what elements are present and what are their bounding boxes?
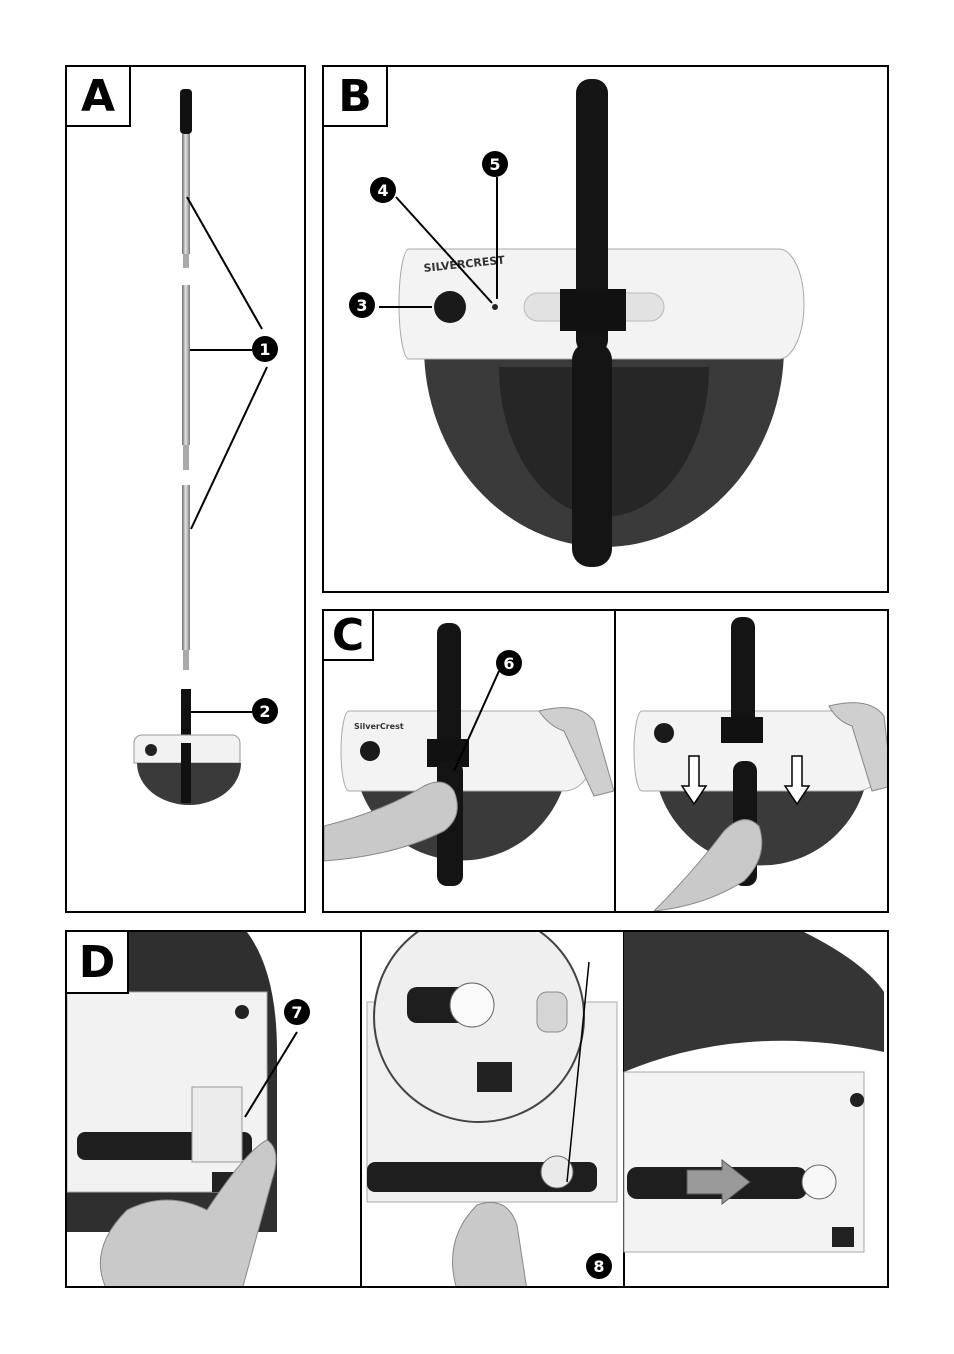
indicator-light [492,304,498,310]
power-button-icon [145,744,157,756]
panel-d [65,930,889,1288]
panel-a [65,65,306,913]
callout-5: 5 [482,151,508,177]
power-button [434,291,466,323]
rod-segment-2 [182,285,190,445]
lever-release-illustration: SilverCrest [324,611,889,913]
callout-4: 4 [370,177,396,203]
panel-label-b: B [322,65,388,127]
finger [537,992,567,1032]
power-button [654,723,674,743]
callout-8: 8 [586,1253,612,1279]
sweeper-top-view: SILVERCREST [324,67,889,593]
hand [453,1203,528,1289]
side-cover [192,1087,242,1162]
rod-connector [183,445,189,470]
sweeper-handle [181,689,191,739]
rod-connector [183,254,189,268]
power-button [360,741,380,761]
panel-label-a: A [65,65,131,127]
brush-end-cap [802,1165,836,1199]
callout-6: 6 [496,650,522,676]
release-lever [572,342,612,567]
rod-segment-1 [182,134,190,254]
assembly-illustration [67,67,306,913]
handle-mount [560,289,626,331]
panel-label-d: D [65,930,129,994]
panel-label-c: C [322,609,374,661]
panel-b: SILVERCREST [322,65,889,593]
brand-logo: SilverCrest [354,722,404,731]
rod-connector [183,650,189,670]
callout-7: 7 [284,999,310,1025]
handle-grip [180,89,192,134]
callout-2: 2 [252,698,278,724]
callout-3: 3 [349,292,375,318]
panel-c: SilverCrest [322,609,889,913]
callout-1: 1 [252,336,278,362]
brush-removal-illustration [67,932,889,1288]
rod-segment-3 [182,485,190,650]
